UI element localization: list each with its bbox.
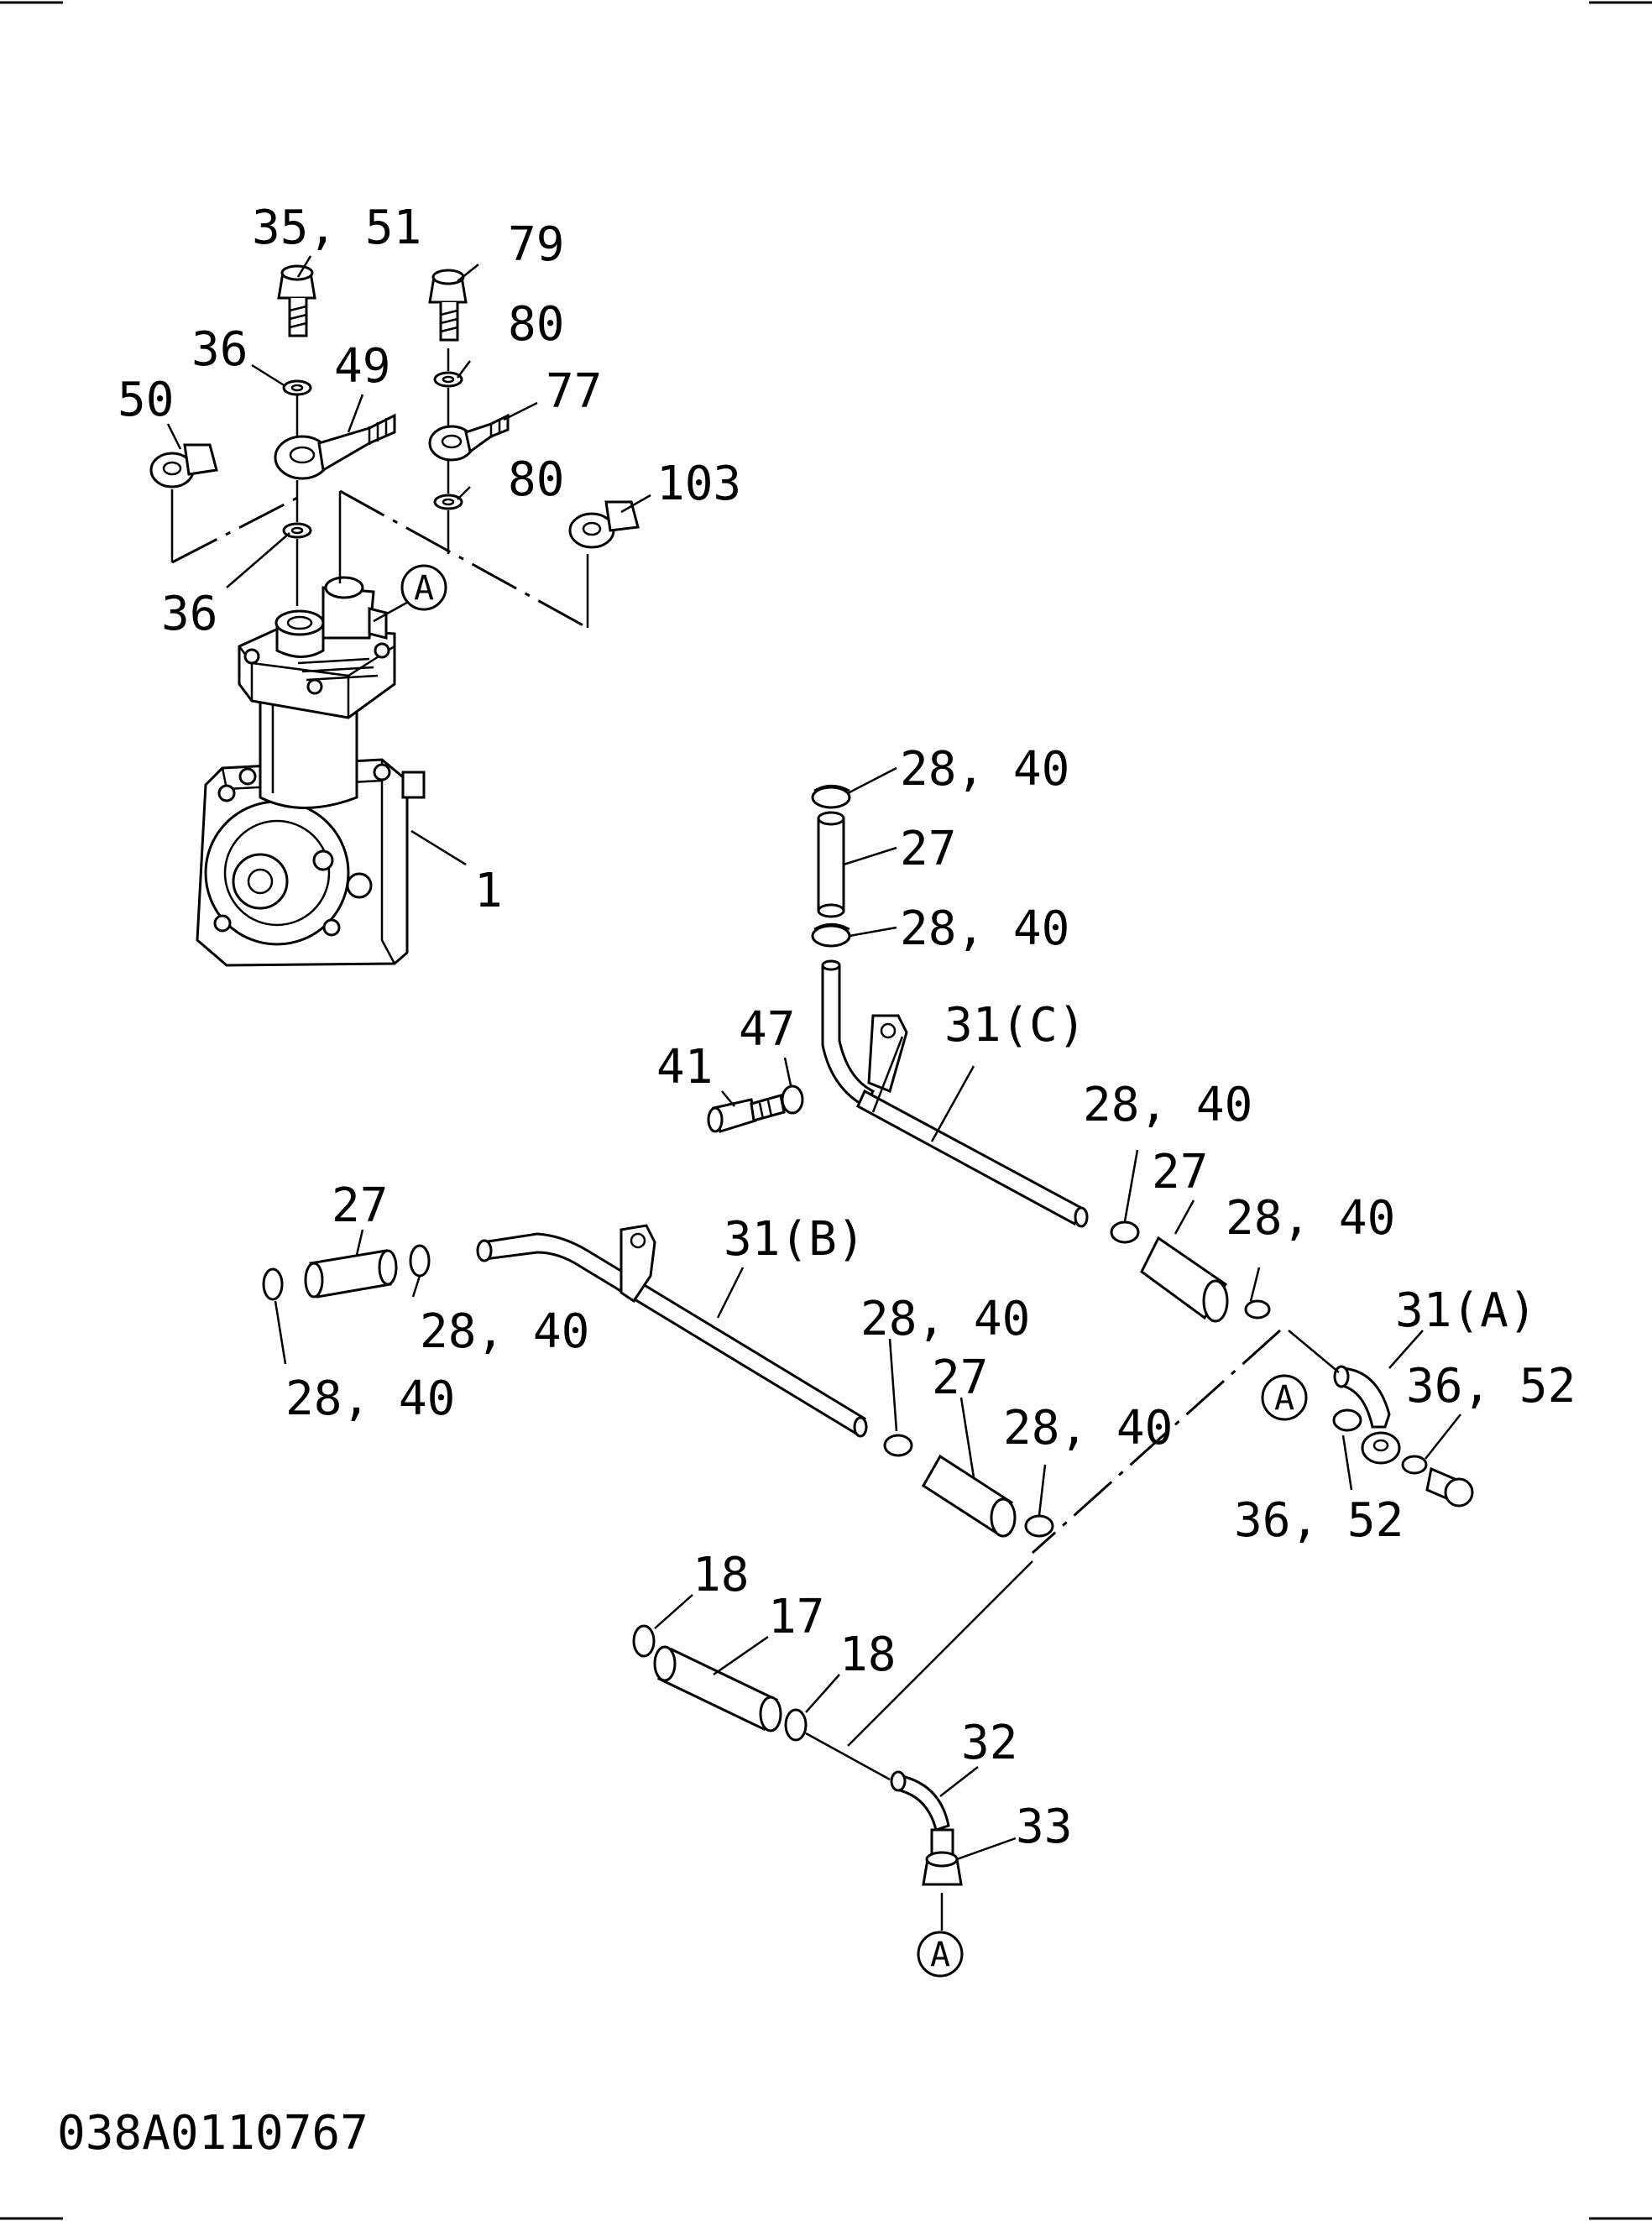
callout-31c: 31(C) [944, 998, 1086, 1053]
reference-a-right: A [1261, 1374, 1308, 1421]
banjo-hardware-left [149, 264, 396, 539]
air-compressor [196, 576, 426, 967]
callout-28-40-b: 28, 40 [900, 901, 1069, 956]
drawing-code: 038A0110767 [57, 2106, 369, 2161]
callout-79: 79 [508, 217, 564, 272]
callout-33: 33 [1016, 1800, 1072, 1854]
pipe-31b-assembly [262, 1224, 1054, 1538]
callout-50: 50 [118, 373, 174, 427]
callout-36-52-a: 36, 52 [1406, 1359, 1576, 1414]
callout-17: 17 [768, 1590, 824, 1644]
leader-lines [166, 255, 1461, 1861]
callout-49: 49 [334, 339, 390, 394]
callout-80-top: 80 [508, 297, 564, 352]
callout-28-40-g: 28, 40 [860, 1292, 1030, 1346]
callout-31b: 31(B) [724, 1212, 865, 1267]
callout-18-b: 18 [839, 1628, 896, 1682]
callout-28-40-c: 28, 40 [1083, 1078, 1252, 1132]
callout-27-a: 27 [900, 822, 956, 876]
banjo-hardware-right [428, 269, 640, 549]
callout-35-51: 35, 51 [252, 201, 421, 255]
reference-a-top: A [400, 564, 447, 611]
callout-28-40-h: 28, 40 [1003, 1401, 1173, 1455]
callout-77: 77 [546, 364, 602, 419]
callout-27-d: 27 [932, 1351, 988, 1405]
callout-36-top: 36 [191, 322, 248, 377]
reference-a-bottom: A [917, 1931, 964, 1978]
callout-labels: 35, 51 79 36 49 80 50 77 80 103 36 1 28,… [118, 201, 1576, 1854]
callout-41: 41 [656, 1040, 713, 1095]
svg-text:A: A [930, 1936, 950, 1974]
lower-tube-assembly [632, 1560, 1033, 1931]
callout-36-52-b: 36, 52 [1234, 1493, 1404, 1548]
callout-80-bottom: 80 [508, 452, 564, 507]
callout-32: 32 [961, 1716, 1017, 1770]
callout-18-a: 18 [693, 1548, 749, 1602]
callout-1: 1 [474, 864, 503, 918]
svg-text:A: A [414, 569, 434, 608]
svg-text:A: A [1274, 1379, 1294, 1418]
callout-103: 103 [656, 457, 741, 511]
callout-28-40-d: 28, 40 [1226, 1191, 1395, 1246]
callout-28-40-e: 28, 40 [420, 1304, 589, 1359]
callout-27-c: 27 [332, 1178, 388, 1233]
assembly-lines-top [170, 348, 589, 630]
callout-28-40-f: 28, 40 [285, 1372, 455, 1426]
callout-31a: 31(A) [1395, 1283, 1537, 1338]
callout-47: 47 [739, 1002, 795, 1057]
callout-36-bottom: 36 [161, 587, 217, 641]
pipe-31a-assembly [1031, 1329, 1474, 1555]
pipe-31c-assembly [707, 784, 1271, 1323]
callout-27-b: 27 [1152, 1145, 1208, 1199]
callout-28-40-a: 28, 40 [900, 742, 1069, 797]
